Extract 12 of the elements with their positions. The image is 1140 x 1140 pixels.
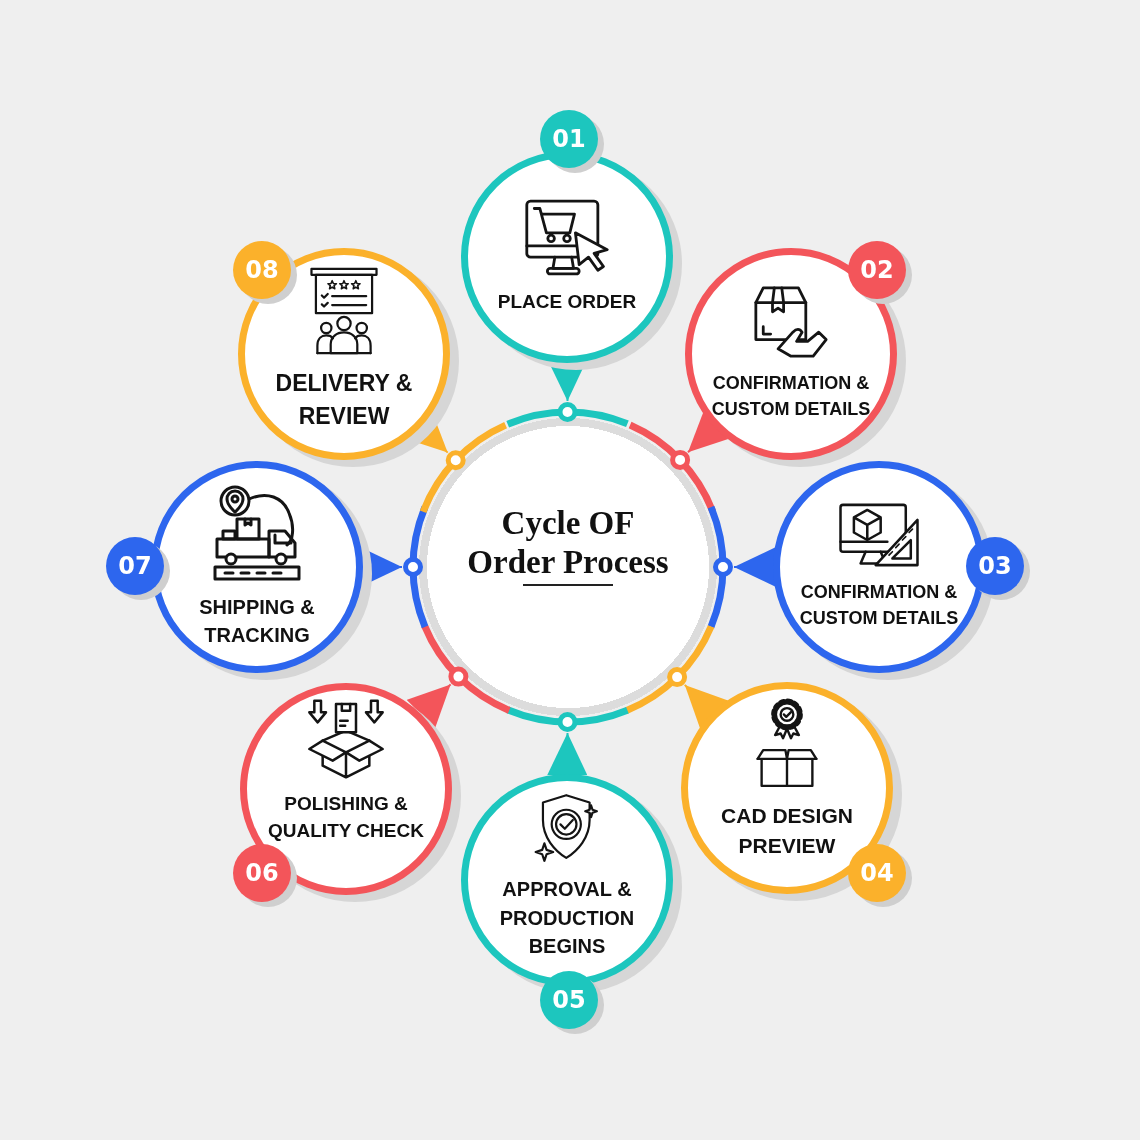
pointer-arrow (406, 683, 452, 729)
step-label: POLISHING & QUALITY CHECK (267, 792, 425, 843)
step-label: DELIVERY & REVIEW (274, 369, 414, 431)
pointer-arrow (683, 683, 729, 729)
pointer-arrow (733, 547, 776, 587)
step-label: CONFIRMATION & CUSTOM DETAILS (710, 372, 872, 421)
step-label: PLACE ORDER (496, 290, 638, 314)
hub-title: Cycle OF Order Process (466, 504, 670, 582)
step-label: APPROVAL & PRODUCTION BEGINS (498, 877, 636, 960)
step-label: SHIPPING & TRACKING (198, 594, 316, 648)
pointer-arrow (547, 732, 588, 776)
step-label: CONFIRMATION & CUSTOM DETAILS (798, 581, 960, 630)
